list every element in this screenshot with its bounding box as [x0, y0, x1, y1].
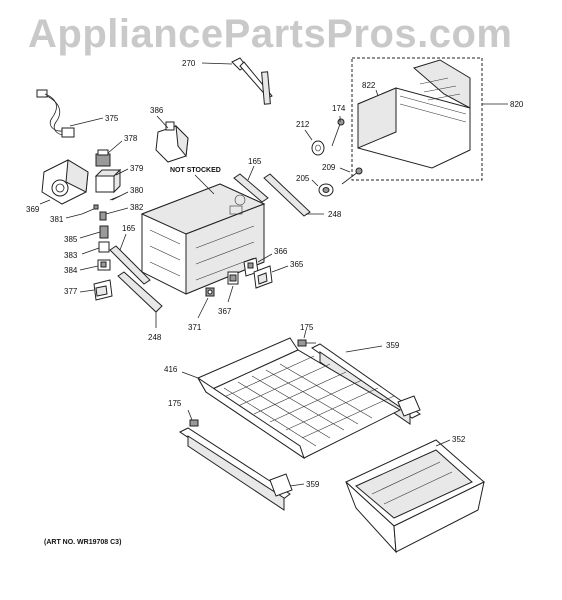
- callout-359-lower: 359: [306, 480, 320, 489]
- callout-383: 383: [64, 251, 78, 260]
- not-stocked-label: NOT STOCKED: [170, 167, 221, 174]
- callout-209: 209: [322, 163, 336, 172]
- callout-205: 205: [296, 174, 310, 183]
- part-270-fill-tube[interactable]: [231, 57, 273, 105]
- part-367-bearing[interactable]: [227, 271, 239, 285]
- part-feeder-housing[interactable]: [140, 183, 266, 295]
- callout-378: 378: [124, 134, 138, 143]
- part-165-left-strip[interactable]: [109, 245, 151, 285]
- watermark-logo: AppliancePartsPros.com: [28, 12, 513, 56]
- part-248-left-gasket[interactable]: [117, 271, 163, 313]
- part-369-auger-motor[interactable]: [41, 159, 89, 205]
- callout-384: 384: [64, 266, 78, 275]
- callout-359-upper: 359: [386, 341, 400, 350]
- part-174-screw[interactable]: [331, 118, 345, 147]
- part-175-lower-screw[interactable]: [189, 419, 199, 427]
- callout-248-right: 248: [328, 210, 342, 219]
- callout-352: 352: [452, 435, 466, 444]
- callout-382: 382: [130, 203, 144, 212]
- callout-386: 386: [150, 106, 164, 115]
- part-378-solenoid[interactable]: [95, 149, 111, 167]
- part-384-bracket[interactable]: [97, 259, 111, 271]
- part-352-ice-bucket[interactable]: [345, 439, 485, 554]
- part-382-spring[interactable]: [99, 211, 107, 221]
- callout-416: 416: [164, 365, 178, 374]
- part-248-right-gasket[interactable]: [263, 173, 311, 217]
- part-386-motor[interactable]: [155, 121, 189, 163]
- callout-174: 174: [332, 104, 346, 113]
- callout-820: 820: [510, 100, 524, 109]
- callout-381: 381: [50, 215, 64, 224]
- part-205-bushing[interactable]: [318, 183, 334, 197]
- callout-380: 380: [130, 186, 144, 195]
- part-383-bushing[interactable]: [98, 241, 110, 253]
- callout-369: 369: [26, 205, 40, 214]
- part-377-clip[interactable]: [93, 279, 113, 301]
- part-375-wire-harness[interactable]: [36, 89, 75, 138]
- callout-212: 212: [296, 120, 310, 129]
- callout-365: 365: [290, 260, 304, 269]
- part-379-coil[interactable]: [94, 168, 122, 194]
- part-212-grommet[interactable]: [311, 140, 325, 156]
- callout-375: 375: [105, 114, 119, 123]
- callout-379: 379: [130, 164, 144, 173]
- callout-248-left: 248: [148, 333, 162, 342]
- part-820-ice-maker-assembly[interactable]: [351, 57, 483, 181]
- part-175-upper-screw[interactable]: [297, 339, 316, 347]
- part-359-lower-rail[interactable]: [179, 427, 293, 511]
- callout-165-right: 165: [248, 157, 262, 166]
- callout-377: 377: [64, 287, 78, 296]
- callout-371: 371: [188, 323, 202, 332]
- callout-270: 270: [182, 59, 196, 68]
- art-number-label: (ART NO. WR19708 C3): [44, 539, 121, 546]
- callout-385: 385: [64, 235, 78, 244]
- part-209-screw[interactable]: [341, 167, 363, 185]
- part-371-nut[interactable]: [205, 287, 215, 297]
- callout-822: 822: [362, 81, 376, 90]
- callout-175-upper: 175: [300, 323, 314, 332]
- part-165-right-strip[interactable]: [233, 173, 269, 203]
- part-381-screw[interactable]: [81, 204, 99, 215]
- callout-165-left: 165: [122, 224, 136, 233]
- part-416-ice-shelf[interactable]: [197, 337, 402, 460]
- callout-367: 367: [218, 307, 232, 316]
- callout-175-lower: 175: [168, 399, 182, 408]
- part-385-spring[interactable]: [99, 225, 109, 239]
- callout-366: 366: [274, 247, 288, 256]
- part-365-clip[interactable]: [253, 265, 273, 289]
